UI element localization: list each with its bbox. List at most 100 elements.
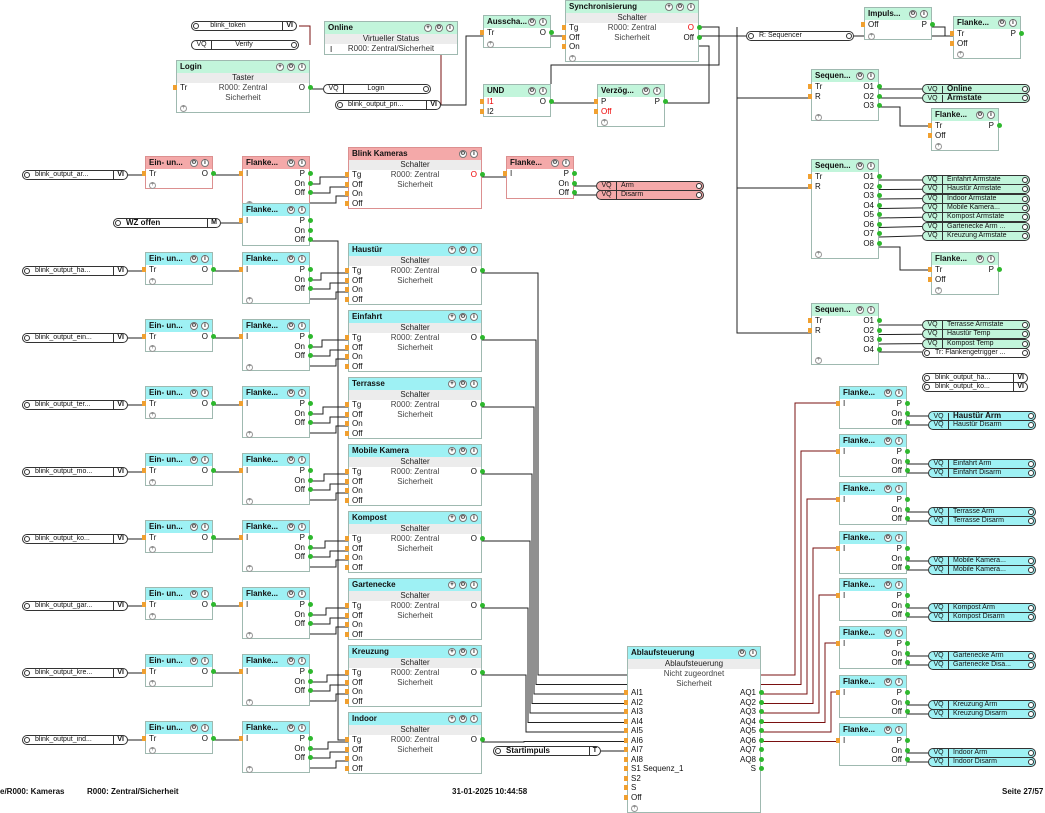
- flanke-block-8-header[interactable]: Flanke...⚙i: [243, 722, 309, 734]
- output-connector[interactable]: [308, 228, 313, 233]
- gear-icon[interactable]: ⚙: [459, 581, 467, 589]
- add-input-icon[interactable]: +: [149, 412, 156, 419]
- info-icon[interactable]: i: [1009, 19, 1017, 27]
- gear-icon[interactable]: ⚙: [528, 87, 536, 95]
- gear-icon[interactable]: ⚙: [884, 678, 892, 686]
- input-connector[interactable]: [836, 641, 840, 646]
- gear-icon[interactable]: ⚙: [856, 72, 864, 80]
- flanke-block-2-header[interactable]: Flanke...⚙i: [243, 320, 309, 332]
- output-pin[interactable]: AQ3: [740, 707, 756, 717]
- input-connector[interactable]: [239, 535, 243, 540]
- output-pin[interactable]: O2: [863, 92, 874, 102]
- flanke-trigger-pill[interactable]: Tr: Flankengetrigger ...: [922, 348, 1030, 358]
- input-pin[interactable]: I: [246, 216, 248, 226]
- output-pin[interactable]: O: [688, 23, 694, 33]
- output-connector[interactable]: [905, 651, 910, 656]
- output-connector[interactable]: [905, 748, 910, 753]
- output-pin[interactable]: On: [294, 610, 305, 620]
- input-pin[interactable]: Off: [935, 131, 946, 141]
- output-pin[interactable]: O4: [863, 201, 874, 211]
- gear-icon[interactable]: ⚙: [998, 19, 1006, 27]
- output-pin[interactable]: AQ7: [740, 745, 756, 755]
- info-icon[interactable]: i: [539, 18, 547, 26]
- output-connector[interactable]: [997, 123, 1002, 128]
- gear-icon[interactable]: ⚙: [909, 10, 917, 18]
- output-pin[interactable]: O: [471, 534, 477, 544]
- gear-icon[interactable]: ⚙: [287, 206, 295, 214]
- output-pin[interactable]: P: [300, 169, 305, 179]
- blink-output-pill-4[interactable]: blink_output_mo...VI: [22, 467, 128, 477]
- output-pin[interactable]: O3: [863, 335, 874, 345]
- blink-output-pill-7[interactable]: blink_output_kre...VI: [22, 668, 128, 678]
- input-pin[interactable]: Off: [352, 429, 363, 439]
- output-connector[interactable]: [905, 612, 910, 617]
- input-pin[interactable]: Tr: [149, 734, 156, 744]
- output-pin[interactable]: O: [202, 600, 208, 610]
- info-icon[interactable]: i: [298, 159, 306, 167]
- gear-icon[interactable]: ⚙: [287, 657, 295, 665]
- connector-icon[interactable]: [193, 23, 199, 29]
- info-icon[interactable]: i: [298, 206, 306, 214]
- output-connector[interactable]: [308, 535, 313, 540]
- output-connector[interactable]: [211, 602, 216, 607]
- output-pin[interactable]: On: [294, 409, 305, 419]
- output-pin[interactable]: O1: [863, 82, 874, 92]
- output-connector[interactable]: [308, 171, 313, 176]
- info-icon[interactable]: i: [470, 581, 478, 589]
- add-input-icon[interactable]: +: [815, 251, 822, 258]
- output-pin[interactable]: On: [891, 457, 902, 467]
- input-pin[interactable]: I: [330, 45, 332, 54]
- input-connector[interactable]: [928, 123, 932, 128]
- output-pin[interactable]: P: [300, 533, 305, 543]
- input-connector[interactable]: [239, 736, 243, 741]
- input-connector[interactable]: [928, 133, 932, 138]
- info-icon[interactable]: i: [298, 657, 306, 665]
- input-connector[interactable]: [624, 719, 628, 724]
- input-connector[interactable]: [345, 766, 349, 771]
- connector-icon[interactable]: [24, 469, 30, 475]
- output-connector[interactable]: [877, 203, 882, 208]
- connector-icon[interactable]: [1028, 558, 1034, 564]
- flanke-right-block-4-header[interactable]: Flanke...⚙i: [840, 579, 906, 591]
- input-pin[interactable]: Tr: [149, 265, 156, 275]
- add-icon[interactable]: +: [448, 581, 456, 589]
- output-pin[interactable]: O6: [863, 220, 874, 230]
- add-input-icon[interactable]: +: [246, 297, 253, 304]
- output-connector[interactable]: [308, 736, 313, 741]
- input-connector[interactable]: [594, 99, 598, 104]
- output-connector[interactable]: [572, 171, 577, 176]
- input-pin[interactable]: Tr: [935, 265, 942, 275]
- input-connector[interactable]: [345, 191, 349, 196]
- input-pin[interactable]: Tr: [149, 332, 156, 342]
- input-connector[interactable]: [239, 602, 243, 607]
- schalter-block-7-header[interactable]: Kreuzung+⚙i: [349, 646, 481, 658]
- info-icon[interactable]: i: [867, 162, 875, 170]
- input-pin[interactable]: I: [246, 332, 248, 342]
- output-pin[interactable]: Off: [891, 514, 902, 524]
- input-connector[interactable]: [142, 171, 146, 176]
- sync-block-header[interactable]: Synchronisierung+⚙i: [566, 1, 698, 13]
- info-icon[interactable]: i: [446, 24, 454, 32]
- output-pin[interactable]: P: [300, 667, 305, 677]
- input-pin[interactable]: Off: [352, 199, 363, 209]
- gear-icon[interactable]: ⚙: [884, 629, 892, 637]
- input-connector[interactable]: [345, 498, 349, 503]
- input-pin[interactable]: S: [631, 783, 636, 793]
- output-pin[interactable]: AQ1: [740, 688, 756, 698]
- add-input-icon[interactable]: +: [149, 613, 156, 620]
- schalter-block-3-header[interactable]: Terrasse+⚙i: [349, 378, 481, 390]
- input-pin[interactable]: I: [843, 639, 845, 649]
- input-pin[interactable]: On: [569, 42, 580, 52]
- output-pin[interactable]: On: [294, 543, 305, 553]
- info-icon[interactable]: i: [201, 657, 209, 665]
- output-pin[interactable]: P: [300, 399, 305, 409]
